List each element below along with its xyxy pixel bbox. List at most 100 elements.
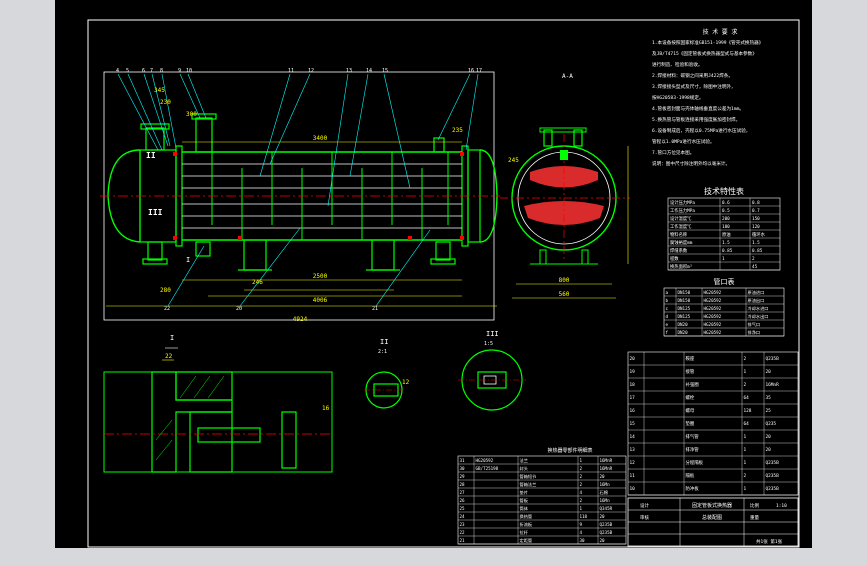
- dim-nozzle-a: 345: [154, 87, 165, 94]
- spec-cell: 设计温度℃: [670, 215, 692, 222]
- tech-req-line: 2.焊接材料：碳钢之间采用J422焊条。: [652, 72, 733, 79]
- parts-right-cell: 64: [744, 421, 750, 427]
- parts-left-cell: 28: [460, 482, 466, 487]
- parts-left-cell: 折流板: [520, 521, 533, 528]
- parts-right-cell: 补强圈: [686, 381, 700, 388]
- detail-i-flange: [175, 371, 233, 401]
- parts-left-cell: 16MnR: [600, 458, 613, 463]
- parts-left-cell: HG20592: [476, 458, 494, 463]
- dim-nozzle-c: 280: [160, 287, 171, 294]
- saddle-supports: [238, 240, 400, 271]
- parts-right-cell: 1: [744, 369, 747, 375]
- parts-left-cell: 21: [460, 538, 466, 543]
- spec-cell: 180: [722, 224, 730, 230]
- tech-requirements: 技 术 要 求 1.本设备按照国家标准GB151-1999《管壳式换热器》 及J…: [652, 28, 763, 167]
- parts-right-cell: 20: [766, 434, 772, 440]
- sheet-background: [55, 0, 812, 548]
- detail-ii-dim: 12: [402, 379, 410, 386]
- parts-right-cell: 1: [744, 447, 747, 453]
- detail-i-view: I 22 16: [103, 334, 333, 473]
- end-dim-base: 560: [559, 291, 570, 298]
- spec-cell: 2: [752, 256, 755, 262]
- spec-cell: 循环水: [752, 231, 766, 238]
- section-markers: [173, 152, 464, 240]
- parts-left-cell: 4: [580, 530, 583, 535]
- spec-cell: 150: [752, 216, 760, 222]
- parts-right-cell: Q235B: [766, 356, 780, 362]
- spec-cell: 设计压力MPa: [670, 199, 695, 206]
- spec-cell: 0.5: [722, 208, 730, 214]
- parts-left-cell: 管箱短节: [520, 473, 537, 480]
- balloon-6: 6: [142, 68, 145, 74]
- balloon-13: 13: [346, 68, 352, 74]
- balloon-12: 12: [308, 68, 314, 74]
- parts-left-cell: 25: [460, 506, 466, 511]
- end-nozzle-right: [573, 129, 583, 147]
- spec-cell: 0.8: [752, 200, 760, 206]
- parts-left-cell: 24: [460, 514, 466, 519]
- parts-right-cell: 分程隔板: [686, 459, 704, 466]
- detail-i-label: I: [170, 334, 174, 342]
- parts-right-cell: 16: [630, 408, 636, 414]
- parts-left-cell: 管箱法兰: [520, 481, 537, 488]
- balloon-11: 11: [288, 68, 294, 74]
- spec-cell: 工作温度℃: [670, 223, 692, 230]
- spec-cell: 程数: [670, 255, 679, 262]
- parts-left-cell: 法兰: [520, 457, 528, 464]
- spec-cell: 0.85: [722, 248, 733, 254]
- nozzle-cell: HG20592: [704, 322, 722, 327]
- detail-i-hatching: [155, 375, 225, 461]
- parts-right-cell: 螺母: [686, 407, 695, 414]
- parts-left-cell: 换热管: [520, 513, 533, 520]
- parts-left-cell: 16Mn: [600, 498, 611, 503]
- baffles: [211, 152, 449, 240]
- spec-table-heading: 技术特性表: [704, 186, 744, 196]
- parts-left-cell: 16Mn: [600, 482, 611, 487]
- parts-right-cell: 1: [744, 434, 747, 440]
- spec-cell: 工作压力MPa: [670, 207, 695, 214]
- left-head: [107, 149, 141, 243]
- parts-right-cell: 11: [630, 473, 636, 479]
- spec-cell: 物料名称: [670, 231, 688, 238]
- main-dimensions: [106, 141, 497, 307]
- parts-right-cell: 20: [630, 356, 636, 362]
- tb-checker: 审核: [640, 514, 649, 521]
- tb-sub-name: 总装配图: [702, 514, 722, 521]
- balloon-15: 15: [382, 68, 388, 74]
- balloon-8: 8: [160, 68, 163, 74]
- section-label-i-main: I: [186, 256, 190, 264]
- parts-right-cell: 15: [630, 421, 636, 427]
- nozzle-cell: a: [666, 290, 669, 295]
- parts-left-cell: 26: [460, 498, 466, 503]
- balloon-9: 9: [178, 68, 181, 74]
- parts-right-cell: 18: [630, 382, 636, 388]
- title-block: 固定管板式换热器 总装配图 设计 审核 比例 1:10 重量 共1张 第1张: [627, 497, 799, 547]
- balloon-4: 4: [116, 68, 119, 74]
- spec-cell: 原油: [722, 231, 731, 238]
- nozzle-cell: HG20592: [704, 298, 722, 303]
- tb-weight: 重量: [750, 514, 759, 521]
- detail-i-shell-wall: [189, 411, 233, 473]
- dim-shell-top: 3400: [313, 135, 328, 142]
- parts-left-cell: 22: [460, 530, 466, 535]
- parts-left-cell: 4: [580, 490, 583, 495]
- tb-designer: 设计: [640, 502, 649, 509]
- end-dim-diameter: 800: [559, 277, 570, 284]
- tube-zone-lower: [524, 201, 604, 225]
- parts-right-cell: 垫圈: [686, 420, 695, 427]
- parts-right-cell: 排净管: [686, 446, 700, 453]
- nozzle-table-heading: 管口表: [714, 277, 735, 286]
- end-dim-side: 245: [508, 157, 519, 164]
- parts-right-cell: 35: [766, 395, 772, 401]
- detail-i-nut: [281, 411, 297, 469]
- nozzle-cell: DN150: [678, 298, 691, 303]
- parts-right-cell: 64: [744, 395, 750, 401]
- tech-req-line: 6.设备制成后，壳程以0.75MPa进行水压试验，: [652, 127, 750, 134]
- nozzle-cell: 冷却水进口: [748, 305, 769, 312]
- balloon-21: 21: [372, 306, 378, 312]
- detail-ii-view: II 2:1 12: [364, 338, 410, 409]
- parts-left-cell: 定距管: [520, 537, 533, 544]
